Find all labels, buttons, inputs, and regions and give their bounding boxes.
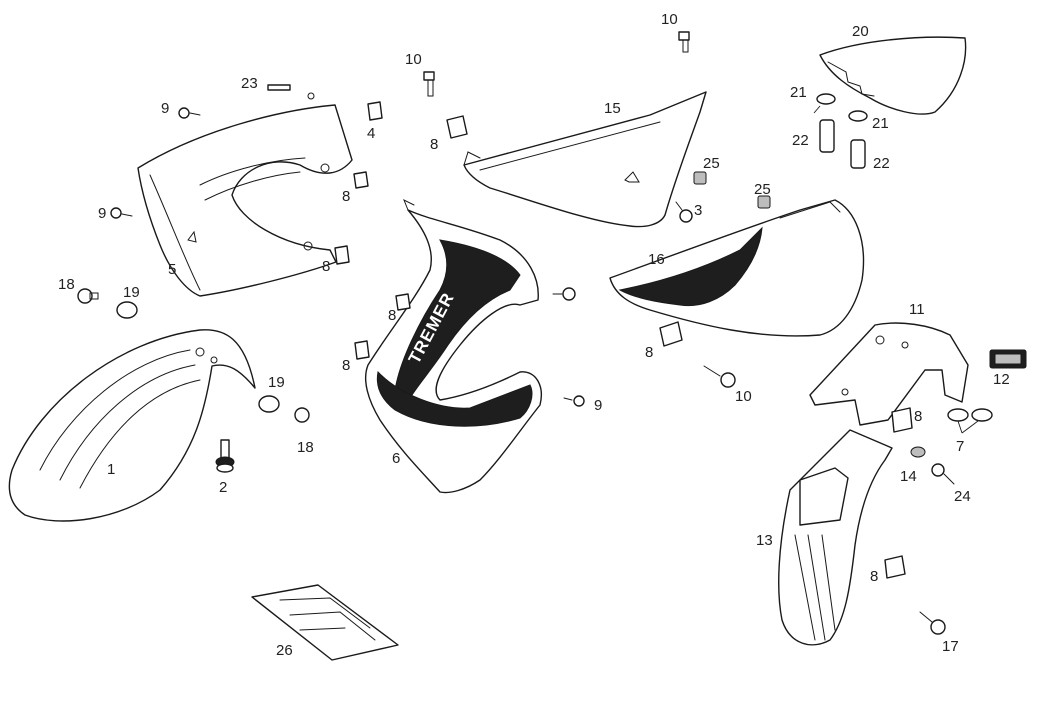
- callouts: 1 2 3 4 5 6 7 8 8 8 8 8 8 8 8 9 9 9 10 1…: [58, 11, 1010, 659]
- clip-8-h: [884, 555, 906, 579]
- callout-26: 26: [276, 642, 293, 659]
- screw-24: [931, 463, 955, 485]
- ring-18-a: [77, 288, 99, 304]
- callout-21a: 21: [790, 84, 807, 101]
- bolt-9-right: [563, 395, 585, 407]
- front-fairing: TREMER: [364, 198, 542, 494]
- clip-8-g: [891, 407, 913, 433]
- callout-8h: 8: [870, 568, 878, 585]
- reflector: [989, 349, 1027, 369]
- leader-lines: [813, 105, 979, 434]
- bolt-3: [675, 201, 693, 223]
- washer-14: [910, 446, 926, 458]
- clip-8-a: [446, 115, 468, 139]
- callout-7: 7: [956, 438, 964, 455]
- callout-5: 5: [168, 261, 176, 278]
- callout-9a: 9: [161, 100, 169, 117]
- callout-8g: 8: [914, 408, 922, 425]
- callout-11: 11: [909, 301, 925, 318]
- bolt-10-c: [703, 365, 736, 388]
- callout-8d: 8: [388, 307, 396, 324]
- grommet-25-a: [693, 171, 707, 185]
- rear-bracket: [809, 322, 969, 426]
- callout-10a: 10: [405, 51, 422, 68]
- grommet-25-b: [757, 195, 771, 209]
- callout-8c: 8: [322, 258, 330, 275]
- callout-10c: 10: [735, 388, 752, 405]
- callout-24: 24: [954, 488, 971, 505]
- decal-sheet: [251, 584, 399, 661]
- callout-14: 14: [900, 468, 917, 485]
- callout-12: 12: [993, 371, 1010, 388]
- damper-22-a: [819, 119, 835, 153]
- clip-8-c: [334, 245, 350, 265]
- left-side-panel: [137, 104, 353, 297]
- callout-25b: 25: [754, 181, 771, 198]
- callout-2: 2: [219, 479, 227, 496]
- lower-side-cover: [609, 199, 865, 337]
- callout-21b: 21: [872, 115, 889, 132]
- callout-20: 20: [852, 23, 869, 40]
- callout-19a: 19: [123, 284, 140, 301]
- clip-8-f: [659, 321, 683, 347]
- front-fender: [8, 329, 256, 522]
- grommet-19-a: [116, 301, 138, 319]
- washer-21-b: [848, 110, 868, 122]
- callout-16: 16: [648, 251, 665, 268]
- hardware: [77, 31, 993, 635]
- callout-13: 13: [756, 532, 773, 549]
- bolt-23: [267, 84, 315, 100]
- callout-9b: 9: [98, 205, 106, 222]
- callout-8a: 8: [430, 136, 438, 153]
- grommet-19-b: [258, 395, 280, 413]
- callout-18a: 18: [58, 276, 75, 293]
- clip-8-d: [395, 293, 411, 311]
- bolt-10-b: [678, 31, 690, 53]
- damper-22-b: [850, 139, 866, 169]
- callout-15: 15: [604, 100, 621, 117]
- tail-cap: [819, 36, 967, 115]
- bolt-2: [215, 439, 235, 473]
- callout-6: 6: [392, 450, 400, 467]
- callout-8b: 8: [342, 188, 350, 205]
- callout-4: 4: [367, 125, 375, 142]
- callout-3: 3: [694, 202, 702, 219]
- bolt-9-top: [178, 107, 201, 119]
- washer-7-b: [971, 408, 993, 422]
- callout-10b: 10: [661, 11, 678, 28]
- screw-17: [919, 611, 946, 635]
- clip-8-b: [353, 171, 369, 189]
- washer-21-a: [816, 93, 836, 105]
- callout-1: 1: [107, 461, 115, 478]
- callout-22a: 22: [792, 132, 809, 149]
- bolt-9-mid: [110, 207, 133, 219]
- bolt-10-a: [423, 71, 435, 97]
- callout-22b: 22: [873, 155, 890, 172]
- callout-23: 23: [241, 75, 258, 92]
- upper-side-cover: [463, 91, 707, 228]
- callout-9c: 9: [594, 397, 602, 414]
- clip-4: [367, 101, 383, 121]
- rear-mudguard: [778, 429, 893, 646]
- callout-25a: 25: [703, 155, 720, 172]
- callout-18b: 18: [297, 439, 314, 456]
- washer-7-a: [947, 408, 969, 422]
- callout-8e: 8: [342, 357, 350, 374]
- callout-17: 17: [942, 638, 959, 655]
- ring-18-b: [294, 407, 310, 423]
- callout-19b: 19: [268, 374, 285, 391]
- push-pin: [552, 287, 576, 301]
- callout-8f: 8: [645, 344, 653, 361]
- clip-8-e: [354, 340, 370, 360]
